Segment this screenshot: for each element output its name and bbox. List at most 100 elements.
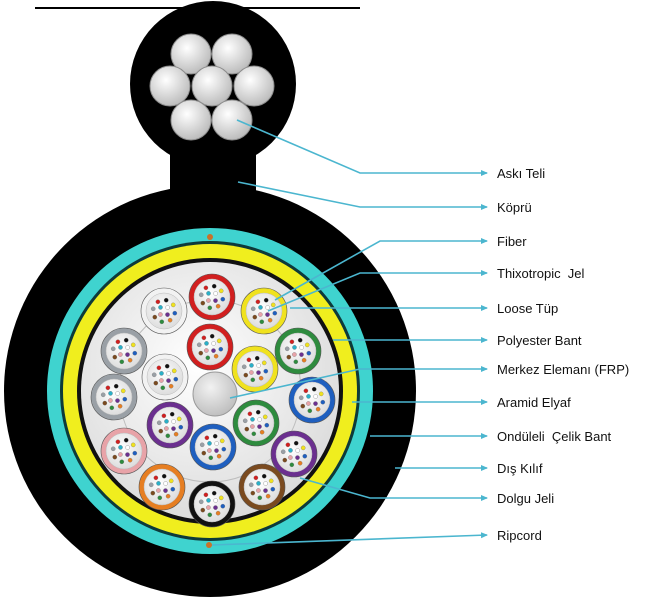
optical-fiber (258, 312, 262, 316)
main-cable (4, 185, 416, 597)
optical-fiber (166, 379, 170, 383)
optical-fiber (206, 505, 210, 509)
optical-fiber (256, 488, 260, 492)
optical-fiber (211, 349, 215, 353)
optical-fiber (306, 394, 310, 398)
optical-fiber (256, 300, 260, 304)
optical-fiber (126, 345, 130, 349)
loose-tube (189, 274, 235, 320)
optical-fiber (215, 441, 219, 445)
optical-fiber (214, 498, 218, 502)
optical-fiber (305, 343, 309, 347)
optical-fiber (174, 432, 178, 436)
optical-fiber (300, 345, 304, 349)
optical-fiber (268, 318, 272, 322)
loose-tube (101, 428, 147, 474)
optical-fiber (214, 449, 218, 453)
optical-fiber (290, 340, 294, 344)
optical-fiber (313, 402, 317, 406)
optical-fiber (319, 392, 323, 396)
optical-fiber (263, 415, 267, 419)
optical-fiber (207, 448, 211, 452)
optical-fiber (161, 386, 165, 390)
loose-tube (101, 328, 147, 374)
optical-fiber (166, 305, 170, 309)
label-aski-teli: Askı Teli (497, 166, 545, 181)
optical-fiber (249, 363, 253, 367)
loose-tube (91, 374, 137, 420)
optical-fiber (303, 454, 307, 458)
optical-fiber (120, 460, 124, 464)
optical-fiber (156, 481, 160, 485)
messenger-wire-strand (234, 66, 274, 106)
optical-fiber (201, 301, 205, 305)
optical-fiber (151, 307, 155, 311)
optical-fiber (171, 487, 175, 491)
loose-tube (141, 288, 187, 334)
optical-fiber (172, 419, 176, 423)
optical-fiber (106, 386, 110, 390)
optical-fiber (168, 318, 172, 322)
optical-fiber (125, 453, 129, 457)
optical-fiber (118, 345, 122, 349)
optical-fiber (249, 370, 253, 374)
optical-fiber (283, 458, 287, 462)
optical-fiber (126, 445, 130, 449)
optical-fiber (205, 436, 209, 440)
loose-tube (189, 481, 235, 527)
optical-fiber (264, 369, 268, 373)
optical-fiber (251, 491, 255, 495)
messenger-wire-strand (150, 66, 190, 106)
loose-tube (275, 328, 321, 374)
optical-fiber (214, 354, 218, 358)
optical-fiber (199, 500, 203, 504)
optical-fiber (258, 496, 262, 500)
optical-fiber (257, 363, 261, 367)
optical-fiber (245, 427, 249, 431)
optical-fiber (171, 303, 175, 307)
optical-fiber (212, 491, 216, 495)
optical-fiber (266, 305, 270, 309)
optical-fiber (166, 434, 170, 438)
optical-fiber (258, 417, 262, 421)
loose-tube (233, 400, 279, 446)
loose-tube (142, 354, 188, 400)
optical-fiber (221, 297, 225, 301)
optical-fiber (167, 371, 171, 375)
optical-fiber (204, 286, 208, 290)
loose-tube (241, 288, 287, 334)
optical-fiber (302, 358, 306, 362)
optical-fiber (118, 352, 122, 356)
optical-fiber (197, 343, 201, 347)
optical-fiber (116, 440, 120, 444)
optical-fiber (285, 347, 289, 351)
optical-fiber (287, 355, 291, 359)
optical-fiber (251, 378, 255, 382)
loose-tube (239, 464, 285, 510)
optical-fiber (296, 448, 300, 452)
optical-fiber (299, 396, 303, 400)
optical-fiber (149, 483, 153, 487)
ripcord-bottom (206, 542, 212, 548)
optical-fiber (177, 417, 181, 421)
optical-fiber (290, 463, 294, 467)
label-dis-kilif: Dış Kılıf (497, 461, 543, 476)
optical-fiber (113, 355, 117, 359)
label-thixotropic-jel: Thixotropic Jel (497, 266, 585, 281)
optical-fiber (271, 487, 275, 491)
optical-fiber (123, 397, 127, 401)
optical-fiber (207, 441, 211, 445)
loose-tube (190, 424, 236, 470)
optical-fiber (256, 371, 260, 375)
optical-fiber (118, 404, 122, 408)
optical-fiber (172, 369, 176, 373)
optical-fiber (156, 488, 160, 492)
optical-fiber (120, 360, 124, 364)
optical-fiber (262, 361, 266, 365)
optical-fiber (103, 401, 107, 405)
optical-fiber (249, 483, 253, 487)
optical-fiber (281, 450, 285, 454)
optical-fiber (108, 391, 112, 395)
optical-fiber (256, 481, 260, 485)
